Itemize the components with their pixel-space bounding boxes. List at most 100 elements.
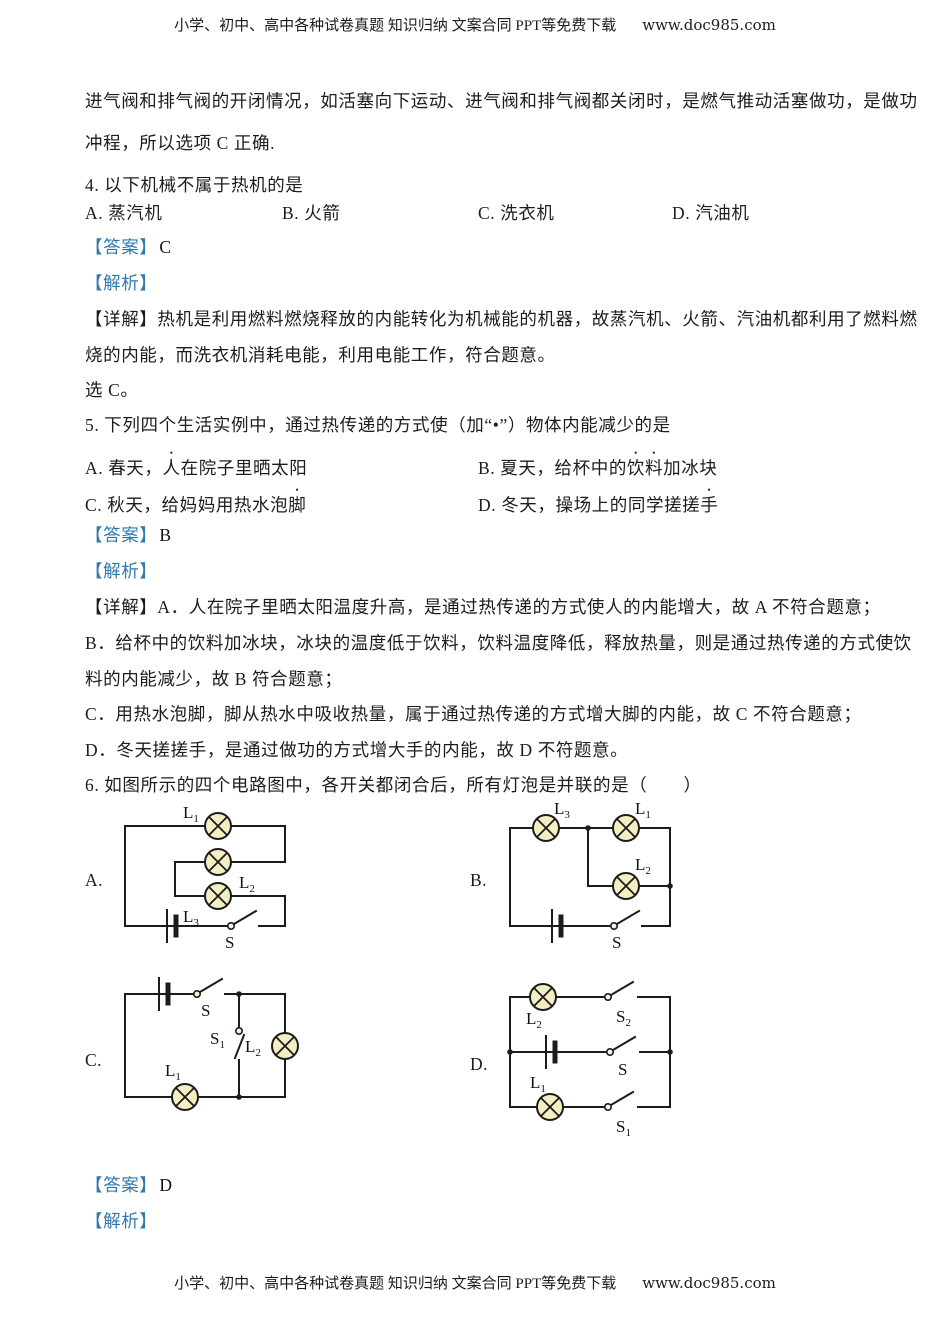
circuit-diagram-c: C. S S1 L2 xyxy=(85,972,345,1157)
switch-icon xyxy=(604,980,635,1001)
switch-icon xyxy=(604,1090,635,1112)
answer-label: 【答案】 xyxy=(85,1175,158,1195)
q5-detail-line-3: 料的内能减少，故 B 符合题意； xyxy=(85,669,343,689)
junction-dot xyxy=(507,1049,513,1055)
circuit-d-drawing: L2 S2 S L1 S1 xyxy=(507,980,673,1139)
q4-option-b: B. 火箭 xyxy=(282,203,341,223)
lamp-label-l3: L3 xyxy=(183,907,199,929)
circuit-diagram-b: B. L3 L1 L2 xyxy=(470,798,730,963)
lamp-icon xyxy=(529,983,557,1011)
q5-option-b: B. 夏天，给杯中的饮料加冰块 xyxy=(478,458,718,478)
question-6-stem: 6. 如图所示的四个电路图中，各开关都闭合后，所有灯泡是并联的是（ ） xyxy=(85,775,702,795)
switch-icon xyxy=(233,1026,246,1060)
switch-label-s: S xyxy=(225,933,234,952)
q4-answer-value: C xyxy=(159,237,172,257)
circuit-diagram-d: D. xyxy=(470,972,730,1157)
switch-icon xyxy=(227,909,258,931)
q6-analysis-label: 【解析】 xyxy=(85,1211,158,1231)
lamp-label-l2: L2 xyxy=(526,1009,542,1031)
q5-detail-line-4: C．用热水泡脚，脚从热水中吸收热量，属于通过热传递的方式增大脚的内能，故 C 不… xyxy=(85,704,862,724)
q5-detail-line-1: 【详解】A．人在院子里晒太阳温度升高，是通过热传递的方式使人的内能增大，故 A … xyxy=(85,597,881,617)
q4-detail-line-3: 选 C。 xyxy=(85,380,139,400)
circuit-diagram-a: A. L1 L2 L3 S xyxy=(85,798,345,963)
switch-icon xyxy=(610,909,641,931)
lamp-label-l2: L2 xyxy=(245,1037,261,1059)
q5-option-c: C. 秋天，给妈妈用热水泡脚 xyxy=(85,495,307,515)
switch-label-s1: S1 xyxy=(210,1029,225,1051)
q4-answer-row: 【答案】C xyxy=(85,234,172,259)
battery-icon xyxy=(551,909,564,943)
lamp-icon xyxy=(612,872,640,900)
q5-detail-line-5: D．冬天搓搓手，是通过做功的方式增大手的内能，故 D 不符题意。 xyxy=(85,740,629,760)
circuit-b-wires xyxy=(509,827,671,927)
circuit-d-letter: D. xyxy=(470,1054,489,1074)
battery-icon xyxy=(166,909,179,943)
q4-detail-line-2: 烧的内能，而洗衣机消耗电能，利用电能工作，符合题意。 xyxy=(85,345,556,365)
lamp-icon xyxy=(612,814,640,842)
q5-option-d: D. 冬天，操场上的同学搓搓手 xyxy=(478,495,719,515)
q4-option-c: C. 洗衣机 xyxy=(478,203,555,223)
switch-label-s1: S1 xyxy=(616,1117,631,1139)
lamp-icon xyxy=(204,882,232,910)
lamp-label-l2: L2 xyxy=(635,855,651,877)
switch-icon xyxy=(193,977,224,998)
lamp-label-l1: L1 xyxy=(530,1073,546,1095)
page-header: 小学、初中、高中各种试卷真题 知识归纳 文案合同 PPT等免费下载 www.doc… xyxy=(0,14,950,35)
lamp-icon xyxy=(204,812,232,840)
q5-option-d-emphasis: 手 xyxy=(700,495,719,515)
battery-icon xyxy=(545,1035,558,1069)
answer-label: 【答案】 xyxy=(85,237,158,257)
q4-analysis-label: 【解析】 xyxy=(85,273,158,293)
q5-option-a: A. 春天，人在院子里晒太阳 xyxy=(85,458,308,478)
junction-dot xyxy=(236,1094,242,1100)
lamp-icon xyxy=(171,1083,199,1111)
circuit-c-drawing: S S1 L2 L1 xyxy=(124,977,299,1111)
circuit-b-drawing: L3 L1 L2 S xyxy=(509,799,673,952)
answer-label: 【答案】 xyxy=(85,525,158,545)
switch-label-s2: S2 xyxy=(616,1007,631,1029)
q5-answer-row: 【答案】B xyxy=(85,522,172,547)
q4-detail-line-1: 【详解】热机是利用燃料燃烧释放的内能转化为机械能的机器，故蒸汽机、火箭、汽油机都… xyxy=(85,309,918,329)
lamp-label-l1: L1 xyxy=(183,803,199,825)
circuit-c-letter: C. xyxy=(85,1050,103,1070)
circuit-a-drawing: L1 L2 L3 S xyxy=(124,803,286,952)
q6-answer-value: D xyxy=(159,1175,173,1195)
q5-option-a-emphasis: 人 xyxy=(162,458,181,478)
prev-answer-line-2: 冲程，所以选项 C 正确. xyxy=(85,133,276,153)
lamp-label-l1: L1 xyxy=(635,799,651,821)
junction-dot xyxy=(667,883,673,889)
lamp-label-l2: L2 xyxy=(239,873,255,895)
prev-answer-line-1: 进气阀和排气阀的开闭情况，如活塞向下运动、进气阀和排气阀都关闭时，是燃气推动活塞… xyxy=(85,91,918,111)
switch-label-s: S xyxy=(201,1001,210,1020)
switch-label-s: S xyxy=(612,933,621,952)
lamp-label-l3: L3 xyxy=(554,799,570,821)
lamp-icon xyxy=(536,1093,564,1121)
q5-detail-line-2: B．给杯中的饮料加冰块，冰块的温度低于饮料，饮料温度降低，释放热量，则是通过热传… xyxy=(85,633,912,653)
junction-dot xyxy=(236,991,242,997)
battery-icon xyxy=(158,977,171,1011)
q5-option-b-emphasis: 饮料 xyxy=(626,458,664,478)
page-footer: 小学、初中、高中各种试卷真题 知识归纳 文案合同 PPT等免费下载 www.doc… xyxy=(0,1272,950,1293)
footer-promo-text: 小学、初中、高中各种试卷真题 知识归纳 文案合同 PPT等免费下载 xyxy=(174,1276,617,1292)
q5-answer-value: B xyxy=(159,525,172,545)
header-site-url: www.doc985.com xyxy=(642,16,776,34)
junction-dot xyxy=(585,825,591,831)
lamp-icon xyxy=(204,848,232,876)
q5-analysis-label: 【解析】 xyxy=(85,561,158,581)
lamp-label-l1: L1 xyxy=(165,1061,181,1083)
switch-icon xyxy=(606,1035,637,1057)
lamp-icon xyxy=(271,1032,299,1060)
header-promo-text: 小学、初中、高中各种试卷真题 知识归纳 文案合同 PPT等免费下载 xyxy=(174,18,617,34)
question-5-stem: 5. 下列四个生活实例中，通过热传递的方式使（加“•”）物体内能减少的是 xyxy=(85,415,671,435)
circuit-a-letter: A. xyxy=(85,870,104,890)
q6-answer-row: 【答案】D xyxy=(85,1172,173,1197)
q4-option-a: A. 蒸汽机 xyxy=(85,203,163,223)
q5-option-c-emphasis: 脚 xyxy=(288,495,307,515)
junction-dot xyxy=(667,1049,673,1055)
switch-label-s: S xyxy=(618,1060,627,1079)
footer-site-url: www.doc985.com xyxy=(642,1274,776,1292)
circuit-a-wires xyxy=(124,825,286,927)
lamp-icon xyxy=(532,814,560,842)
question-4-stem: 4. 以下机械不属于热机的是 xyxy=(85,175,304,195)
